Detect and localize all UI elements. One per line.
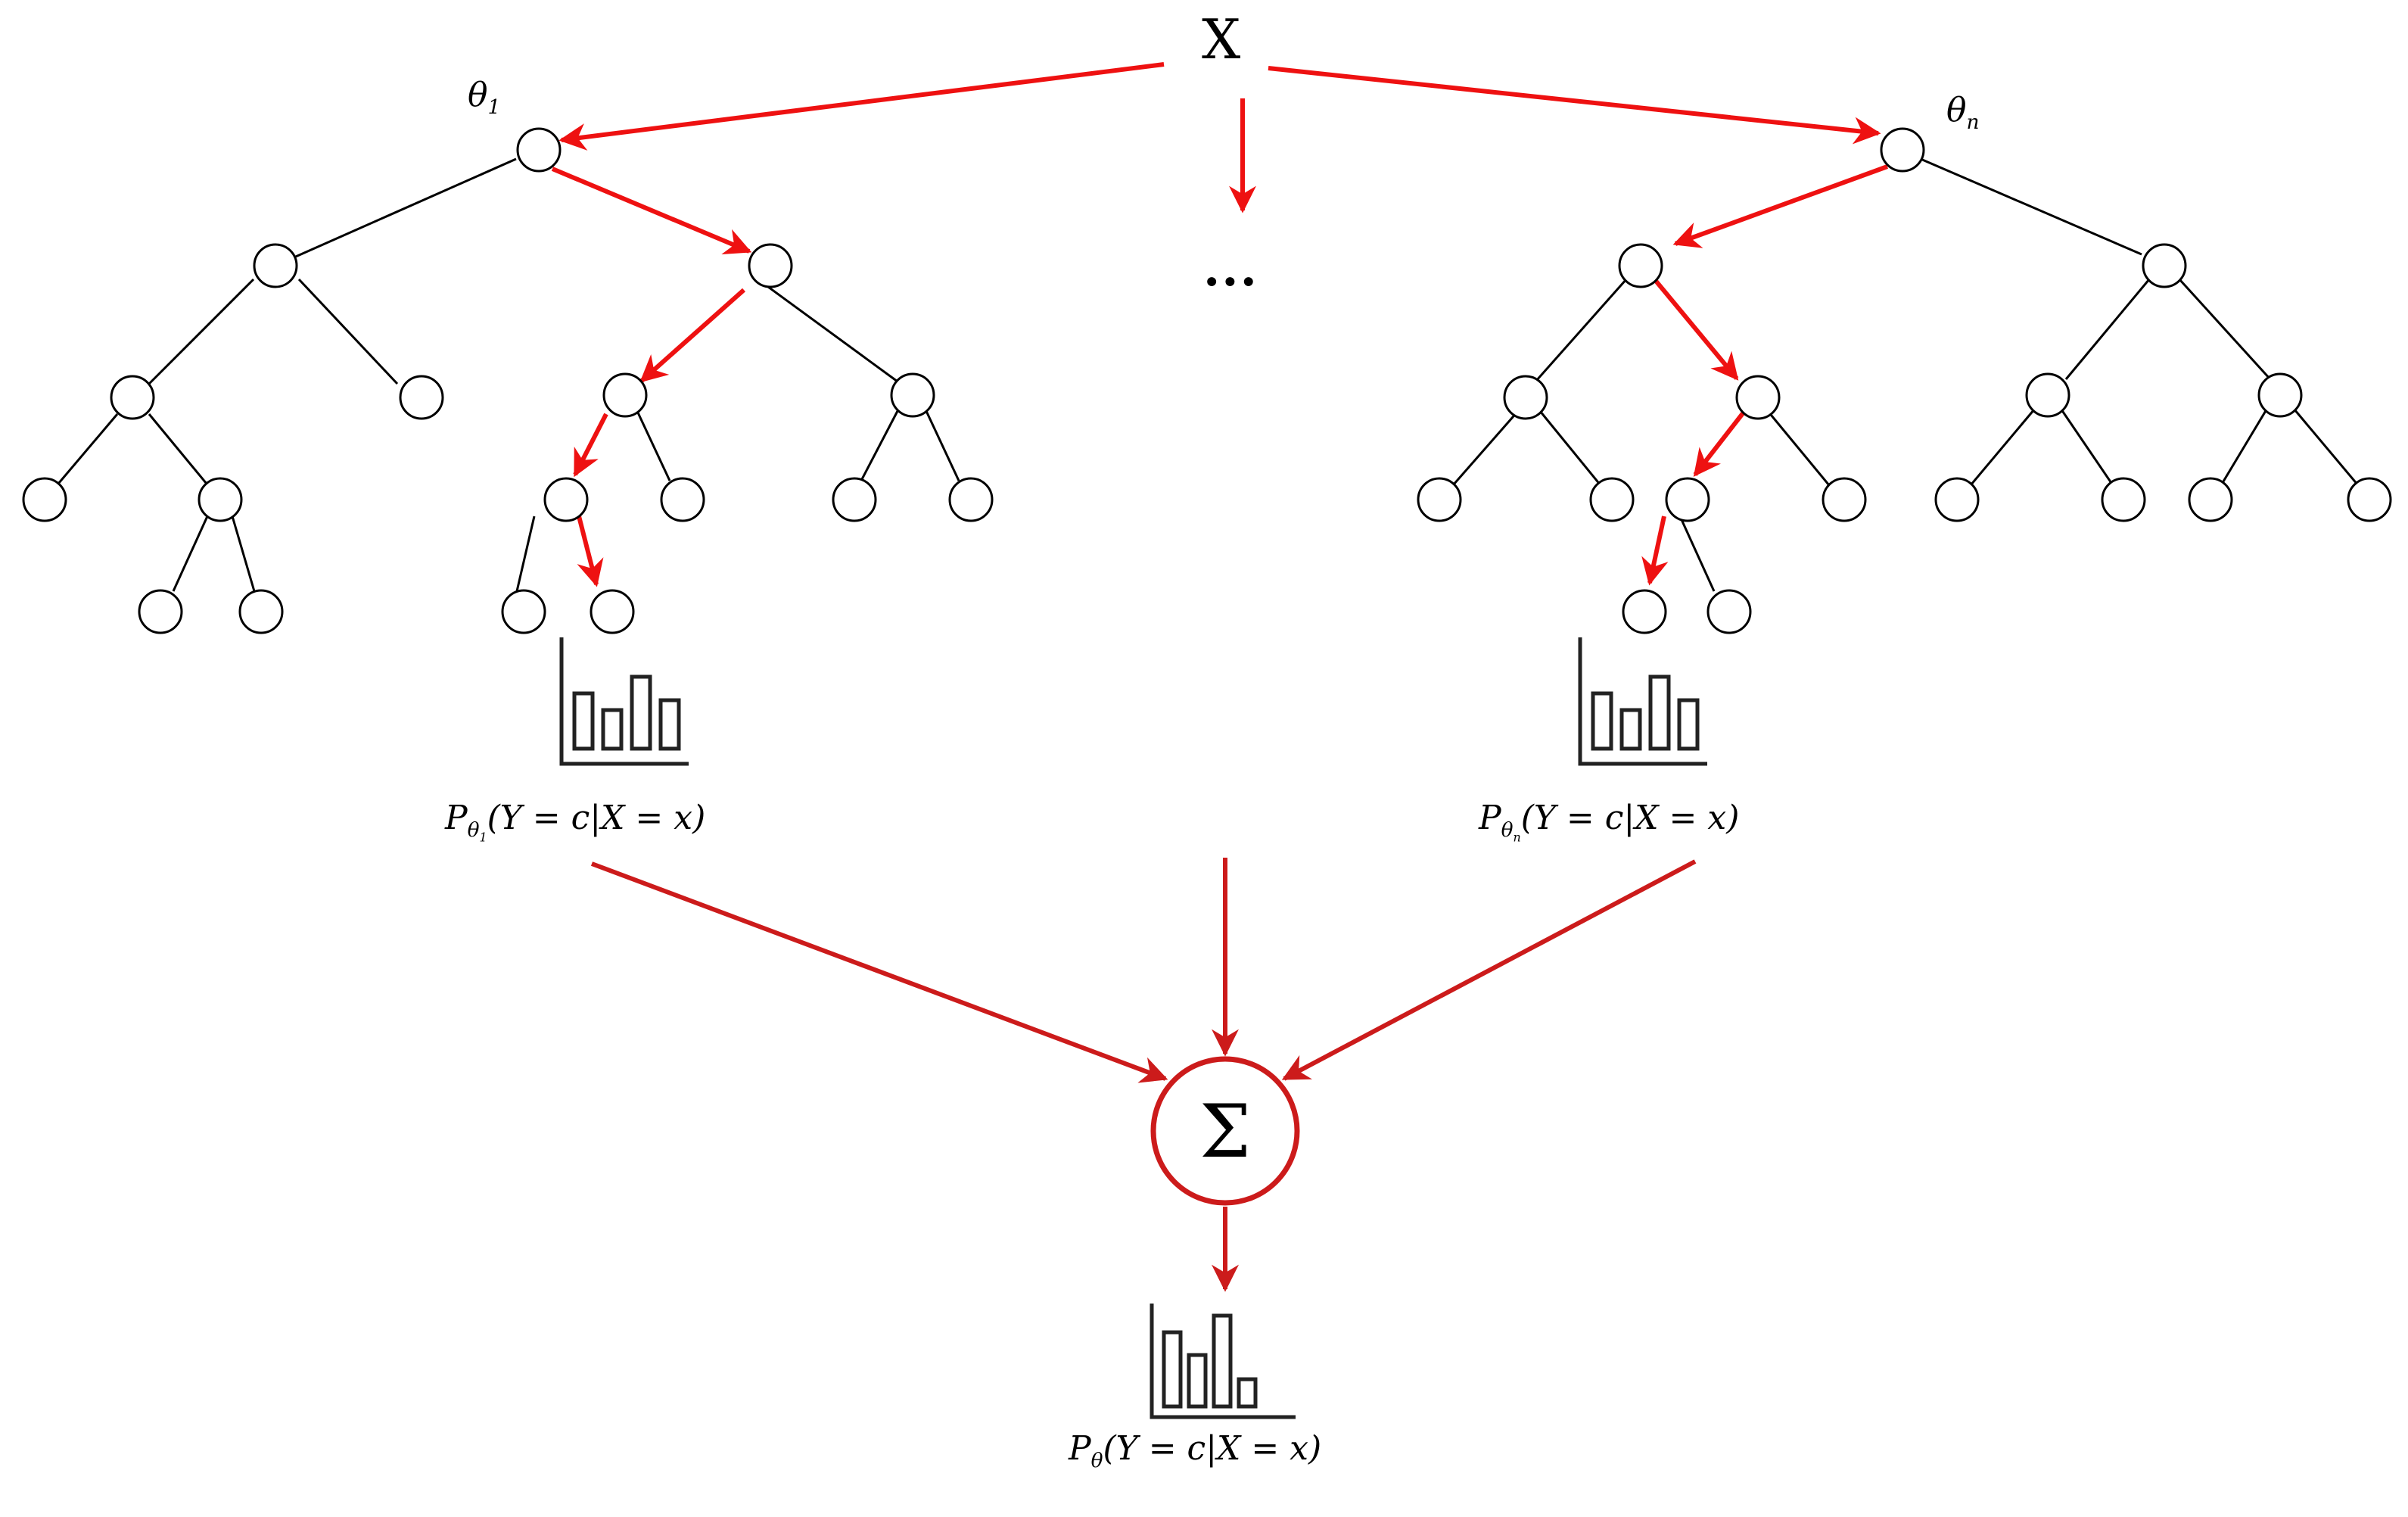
formula-param: θ1: [467, 818, 487, 845]
tree-node: [948, 477, 994, 522]
tree-node: [2347, 477, 2392, 522]
sum-symbol: Σ: [1199, 1089, 1251, 1174]
formula-expression: (Y = c|X = x): [487, 799, 706, 837]
tree-node: [110, 375, 155, 420]
tree-first-nodes: [22, 127, 994, 634]
sum-node: [1150, 1056, 1300, 1206]
histogram-icon-last: [1578, 637, 1707, 766]
tree-node: [1822, 477, 1867, 522]
tree-node: [1417, 477, 1462, 522]
tree-node: [1503, 375, 1548, 420]
tree-node: [198, 477, 243, 522]
formula-param-symbol: θ: [467, 818, 480, 842]
tree-node: [22, 477, 67, 522]
formula-expression: (Y = c|X = x): [1520, 799, 1740, 837]
histogram-icon-first: [559, 637, 689, 766]
formula-prefix: P: [1479, 799, 1501, 837]
histogram-icon-final: [1150, 1304, 1296, 1419]
final-output-formula: Pθ(Y = c|X = x): [1069, 1429, 1321, 1472]
tree-last-nodes: [1417, 127, 2392, 634]
tree-node: [660, 477, 705, 522]
tree-node: [1934, 477, 1980, 522]
tree-node: [1618, 243, 1663, 288]
input-arrows: [558, 62, 1881, 213]
aggregate-arrows: [590, 858, 1697, 1292]
tree-node: [1665, 477, 1710, 522]
param-subscript: n: [1966, 110, 1980, 134]
formula-param-symbol: θ: [1090, 1448, 1103, 1472]
formula-param-subscript: n: [1513, 830, 1521, 845]
tree-node: [2188, 477, 2233, 522]
tree-node: [832, 477, 877, 522]
tree-first-path: [551, 167, 752, 587]
tree-last-edges: [1451, 157, 2360, 592]
tree-first-param: θ1: [468, 76, 500, 119]
tree-node: [2101, 477, 2146, 522]
tree-node: [2142, 243, 2187, 288]
formula-param-symbol: θ: [1501, 818, 1514, 842]
ellipsis: ...: [1203, 241, 1258, 297]
tree-first-edges: [57, 157, 960, 592]
formula-expression: (Y = c|X = x): [1103, 1429, 1322, 1468]
tree-node: [1880, 127, 1925, 173]
tree-node: [399, 375, 444, 420]
tree-node: [2257, 372, 2303, 418]
param-subscript: 1: [487, 95, 501, 119]
tree-node: [1622, 589, 1667, 634]
tree-node: [501, 589, 546, 634]
param-symbol: θ: [1946, 91, 1967, 129]
tree-node: [1706, 589, 1752, 634]
tree-node: [253, 243, 298, 288]
tree-node: [602, 372, 648, 418]
tree-node: [1589, 477, 1635, 522]
tree-node: [516, 127, 562, 173]
formula-param-subscript: 1: [479, 830, 487, 845]
param-symbol: θ: [468, 76, 488, 114]
tree-node: [138, 589, 183, 634]
tree-first-output-formula: Pθ1(Y = c|X = x): [445, 799, 705, 844]
tree-last-path: [1641, 164, 1889, 586]
tree-node: [1735, 375, 1781, 420]
tree-node: [590, 589, 635, 634]
tree-node: [2025, 372, 2070, 418]
formula-prefix: P: [1069, 1429, 1091, 1468]
tree-node: [890, 372, 935, 418]
tree-node: [238, 589, 284, 634]
input-label: X: [1202, 8, 1241, 71]
formula-prefix: P: [445, 799, 468, 837]
tree-last-output-formula: Pθn(Y = c|X = x): [1479, 799, 1739, 844]
tree-node: [748, 243, 793, 288]
formula-param: θn: [1501, 818, 1521, 845]
tree-node: [543, 477, 589, 522]
tree-last-param: θn: [1946, 91, 1980, 134]
